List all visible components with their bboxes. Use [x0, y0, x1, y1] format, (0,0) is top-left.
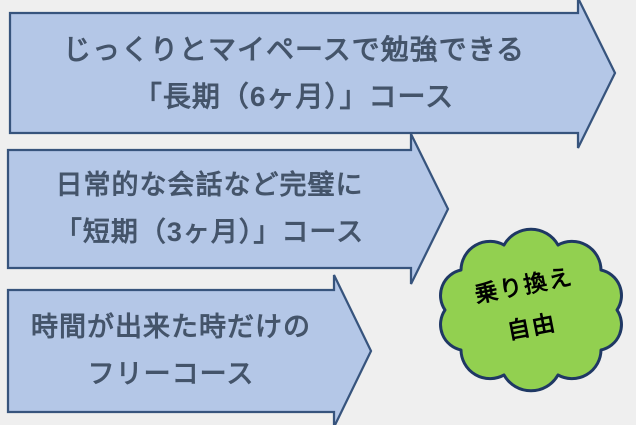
free-course-line2: フリーコース: [87, 359, 255, 389]
short-course-label: 日常的な会話など完璧に 「短期（3ヶ月）」コース: [8, 150, 411, 268]
short-course-line2: 「短期（3ヶ月）」コース: [54, 217, 365, 247]
short-course-line1: 日常的な会話など完璧に: [55, 170, 364, 200]
cloud-shape: [439, 227, 623, 393]
free-course-label: 時間が出来た時だけの フリーコース: [8, 290, 334, 412]
free-course-line1: 時間が出来た時だけの: [31, 312, 311, 342]
arrow-shape-free-course: [6, 274, 373, 425]
cloud-line2: 自由: [504, 309, 560, 345]
arrow-shape-short-course: [6, 133, 450, 285]
arrow-shape-long-course: [8, 0, 617, 149]
long-course-line2: 「長期（6ヶ月）」コース: [133, 81, 455, 112]
long-course-line1: じっくりとマイペースで勉強できる: [62, 34, 526, 65]
long-course-label: じっくりとマイペースで勉強できる 「長期（6ヶ月）」コース: [10, 13, 578, 133]
